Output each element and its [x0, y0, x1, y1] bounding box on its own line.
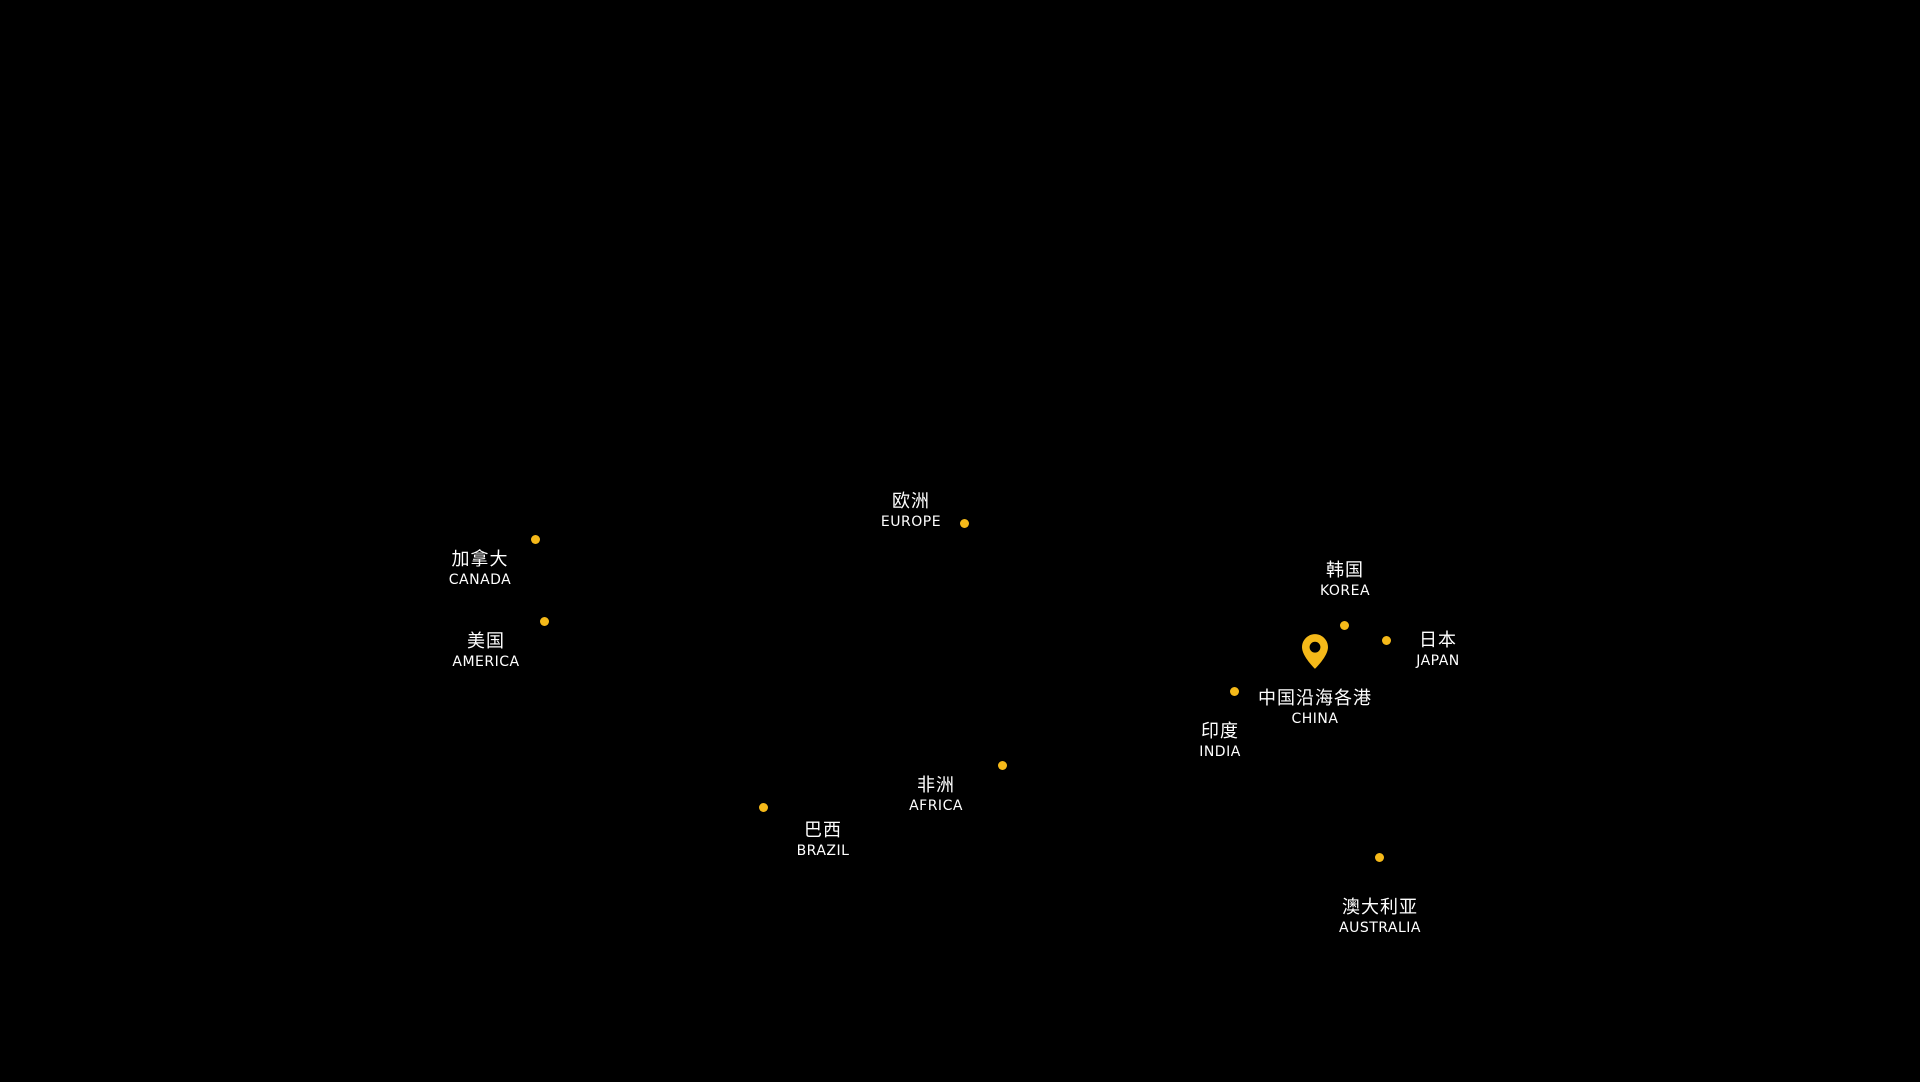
- marker-dot-india: [1230, 687, 1239, 696]
- location-label-canada: 加拿大 CANADA: [449, 548, 512, 590]
- location-name-en: EUROPE: [880, 514, 942, 530]
- location-name-en: KOREA: [1319, 583, 1371, 599]
- location-name-zh: 加拿大: [451, 549, 509, 570]
- location-label-japan: 日本 JAPAN: [1416, 629, 1460, 671]
- location-name-en: JAPAN: [1416, 653, 1460, 669]
- location-name-en: AUSTRALIA: [1338, 920, 1422, 936]
- marker-dot-america: [540, 617, 549, 626]
- location-name-en: BRAZIL: [796, 843, 850, 859]
- location-label-korea: 韩国 KOREA: [1320, 559, 1370, 601]
- location-name-en: CHINA: [1291, 711, 1339, 727]
- marker-dot-europe: [960, 519, 969, 528]
- location-label-europe: 欧洲 EUROPE: [881, 490, 941, 532]
- location-name-en: CANADA: [448, 572, 512, 588]
- location-name-zh: 中国沿海各港: [1258, 688, 1372, 709]
- location-name-en: AFRICA: [909, 798, 963, 814]
- marker-dot-africa: [998, 761, 1007, 770]
- location-name-zh: 欧洲: [891, 491, 930, 512]
- marker-dot-brazil: [759, 803, 768, 812]
- marker-dot-canada: [531, 535, 540, 544]
- location-label-india: 印度 INDIA: [1199, 720, 1241, 762]
- location-name-en: INDIA: [1199, 744, 1241, 760]
- location-label-australia: 澳大利亚 AUSTRALIA: [1339, 896, 1421, 938]
- location-name-zh: 非洲: [917, 775, 955, 796]
- location-label-china: 中国沿海各港 CHINA: [1258, 687, 1372, 729]
- marker-dot-korea: [1340, 621, 1349, 630]
- location-name-zh: 韩国: [1326, 560, 1364, 581]
- location-label-brazil: 巴西 BRAZIL: [797, 819, 850, 861]
- location-name-zh: 美国: [467, 631, 505, 652]
- location-name-zh: 澳大利亚: [1341, 897, 1418, 918]
- location-name-zh: 巴西: [804, 820, 842, 841]
- location-name-zh: 日本: [1419, 630, 1457, 651]
- location-name-en: AMERICA: [452, 654, 520, 670]
- marker-dot-japan: [1382, 636, 1391, 645]
- location-label-africa: 非洲 AFRICA: [909, 774, 963, 816]
- map-pin-icon: [1302, 634, 1328, 669]
- location-name-zh: 印度: [1201, 721, 1239, 742]
- location-label-america: 美国 AMERICA: [452, 630, 519, 672]
- marker-dot-australia: [1375, 853, 1384, 862]
